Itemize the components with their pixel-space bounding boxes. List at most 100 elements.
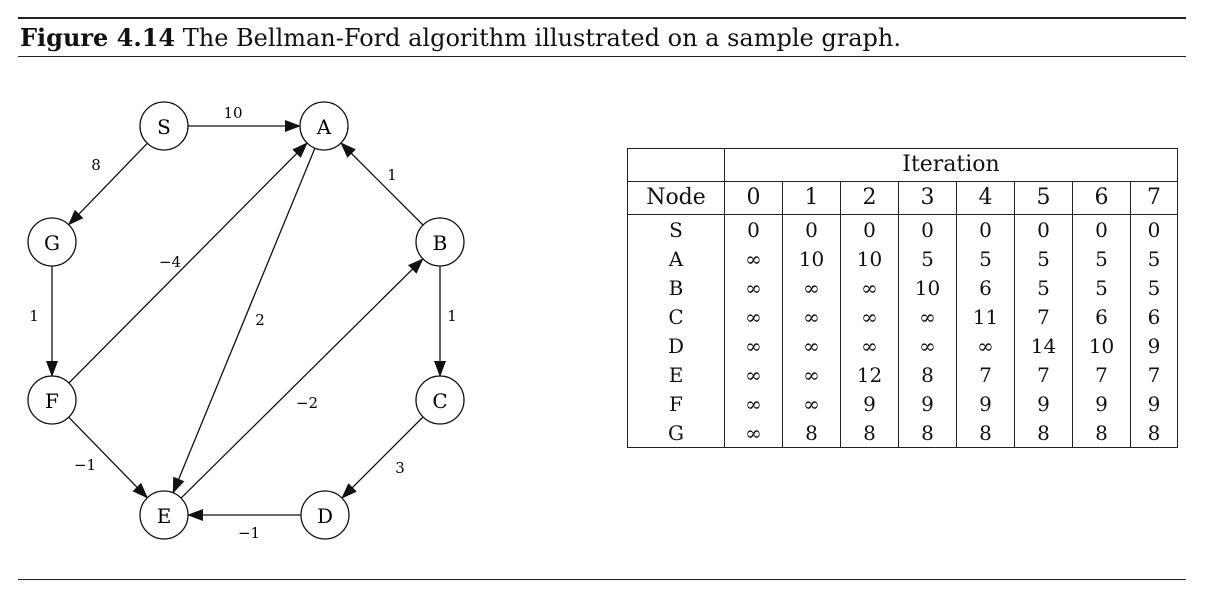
distance-cell: ∞ [724,302,783,331]
node-s: S [139,101,189,151]
distance-cell: 5 [898,244,957,273]
edge-weight-s-g: 8 [91,156,101,174]
distance-cell: 9 [898,389,957,418]
distance-cell: ∞ [724,418,783,448]
distance-cell: ∞ [782,389,841,418]
row-node-label: S [627,214,725,244]
node-circle-d [300,490,350,540]
edge-b-a [340,142,424,226]
edge-c-d [341,416,424,499]
distance-cell: ∞ [724,331,783,360]
distance-cell: ∞ [724,273,783,302]
distance-cell: 9 [1130,389,1178,418]
distance-cell: 0 [898,214,957,244]
node-label-d: D [317,504,333,528]
distance-cell: 12 [840,360,899,389]
caption-text: The Bellman-Ford algorithm illustrated o… [182,24,901,52]
distance-cell: 6 [956,273,1015,302]
bottom-rule [18,579,1186,580]
caption-rule [18,56,1186,57]
node-b: B [415,217,465,267]
edge-f-e [68,416,148,499]
node-c: C [415,375,465,425]
row-node-label: A [627,244,725,273]
distance-cell: 5 [1130,273,1178,302]
distance-cell: 5 [1014,273,1073,302]
distance-cell: 0 [956,214,1015,244]
distance-cell: 5 [1130,244,1178,273]
edge-weight-c-d: 3 [395,459,405,477]
node-circle-s [139,101,189,151]
distance-cell: 6 [1130,302,1178,331]
distance-cell: 8 [956,418,1015,448]
distance-cell: 5 [956,244,1015,273]
distance-cell: 0 [782,214,841,244]
distance-cell: ∞ [724,389,783,418]
edge-weight-s-a: 10 [223,104,242,122]
row-node-label: G [627,418,725,448]
distance-cell: 9 [840,389,899,418]
node-circle-a [299,101,349,151]
distance-cell: 0 [840,214,899,244]
figure-caption: Figure 4.14 The Bellman-Ford algorithm i… [20,22,901,54]
distance-cell: 7 [1014,302,1073,331]
edge-weight-e-b: −2 [296,394,318,412]
iteration-header-4: 4 [956,181,1015,215]
row-node-label: E [627,360,725,389]
node-column-header: Node [627,181,725,215]
iteration-header-6: 6 [1072,181,1131,215]
row-node-label: B [627,273,725,302]
distance-cell: 11 [956,302,1015,331]
distance-cell: 9 [1072,389,1131,418]
distance-cell: 10 [782,244,841,273]
distance-cell: 7 [1072,360,1131,389]
row-node-label: D [627,331,725,360]
distance-cell: 7 [1014,360,1073,389]
row-node-label: F [627,389,725,418]
distance-cell: 5 [1072,244,1131,273]
iteration-header-1: 1 [782,181,841,215]
top-rule [18,17,1186,19]
node-circle-f [27,375,77,425]
iteration-group-header: Iteration [724,148,1178,182]
node-g: G [27,217,77,267]
edge-weight-f-a: −4 [159,253,181,271]
distance-cell: 9 [956,389,1015,418]
node-circle-g [27,217,77,267]
distance-cell: 0 [1130,214,1178,244]
distance-cell: ∞ [724,360,783,389]
edge-weight-f-e: −1 [74,456,96,474]
distance-cell: 8 [1072,418,1131,448]
distance-cell: ∞ [782,273,841,302]
distance-cell: 8 [898,360,957,389]
edge-weight-b-a: 1 [387,166,397,184]
caption-label: Figure 4.14 [20,23,176,52]
node-label-a: A [316,115,332,139]
distance-cell: 7 [1130,360,1178,389]
distance-cell: 5 [1072,273,1131,302]
distance-cell: ∞ [840,302,899,331]
node-circle-b [415,217,465,267]
distance-cell: 0 [1014,214,1073,244]
edge-s-g [68,142,148,226]
distance-cell: 7 [956,360,1015,389]
distance-cell: 6 [1072,302,1131,331]
distance-cell: ∞ [898,302,957,331]
node-e: E [139,490,189,540]
distance-cell: 0 [1072,214,1131,244]
distance-cell: 9 [1130,331,1178,360]
distance-cell: ∞ [840,273,899,302]
node-label-f: F [45,389,59,413]
distance-cell: 9 [1014,389,1073,418]
distance-cell: 5 [1014,244,1073,273]
edge-a-e [172,147,316,494]
